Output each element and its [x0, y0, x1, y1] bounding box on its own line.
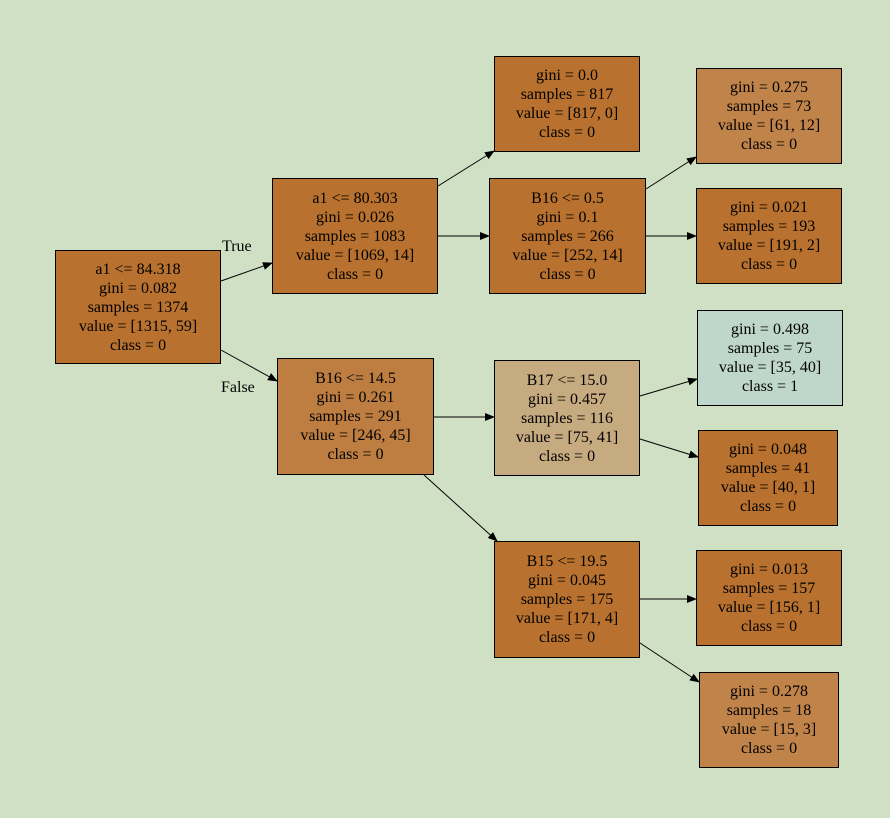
- node-value: value = [1315, 59]: [78, 317, 198, 335]
- node-samples: samples = 291: [309, 408, 402, 425]
- node-class: class = 0: [327, 446, 384, 463]
- node-value: value = [40, 1]: [720, 479, 816, 496]
- node-value: value = [252, 14]: [512, 246, 623, 264]
- node-value: value = [35, 40]: [718, 359, 822, 376]
- node-samples: samples = 1374: [87, 298, 189, 316]
- tree-node-b16-split-left: B16 <= 14.5 gini = 0.261 samples = 291 v…: [277, 358, 434, 475]
- node-gini: gini = 0.1: [536, 208, 599, 226]
- node-value: value = [817, 0]: [515, 105, 619, 122]
- node-gini: gini = 0.261: [316, 389, 395, 406]
- node-gini: gini = 0.0: [536, 67, 598, 84]
- node-samples: samples = 157: [722, 580, 816, 597]
- tree-node-b17-split: B17 <= 15.0 gini = 0.457 samples = 116 v…: [494, 360, 640, 476]
- node-split: B15 <= 19.5: [526, 553, 608, 570]
- node-split: B16 <= 0.5: [531, 189, 604, 207]
- tree-leaf-samples-73: gini = 0.275 samples = 73 value = [61, 1…: [696, 68, 842, 164]
- node-gini: gini = 0.013: [730, 561, 808, 578]
- node-class: class = 0: [538, 447, 596, 465]
- node-class: class = 0: [538, 124, 596, 141]
- node-value: value = [191, 2]: [717, 237, 821, 254]
- node-gini: gini = 0.021: [730, 199, 808, 216]
- node-samples: samples = 75: [727, 340, 813, 357]
- node-gini: gini = 0.026: [316, 208, 394, 226]
- node-gini: gini = 0.457: [528, 390, 606, 408]
- node-class: class = 0: [109, 336, 167, 354]
- node-split: a1 <= 84.318: [95, 260, 181, 278]
- node-value: value = [15, 3]: [721, 721, 817, 738]
- node-value: value = [75, 41]: [515, 428, 619, 446]
- tree-leaf-samples-18: gini = 0.278 samples = 18 value = [15, 3…: [699, 672, 839, 768]
- edge-n1-n3: [437, 150, 495, 187]
- node-samples: samples = 266: [521, 227, 614, 245]
- edge-n7-n9: [639, 438, 699, 459]
- node-class: class = 0: [740, 740, 798, 757]
- node-class: class = 0: [740, 618, 798, 635]
- node-gini: gini = 0.498: [731, 321, 809, 338]
- edge-label-true: True: [222, 238, 252, 255]
- tree-node-b15-split: B15 <= 19.5 gini = 0.045 samples = 175 v…: [494, 541, 640, 658]
- tree-leaf-class-1: gini = 0.498 samples = 75 value = [35, 4…: [697, 310, 843, 406]
- tree-node-root: a1 <= 84.318 gini = 0.082 samples = 1374…: [55, 250, 221, 364]
- tree-node-b16-split-right: B16 <= 0.5 gini = 0.1 samples = 266 valu…: [489, 178, 646, 294]
- node-class: class = 0: [740, 256, 798, 273]
- edge-n4-n5: [645, 156, 697, 190]
- node-samples: samples = 193: [722, 218, 816, 235]
- node-class: class = 0: [740, 136, 798, 153]
- node-gini: gini = 0.278: [730, 683, 808, 700]
- node-class: class = 0: [326, 265, 384, 283]
- edge-n7-n8: [639, 377, 698, 397]
- node-samples: samples = 116: [521, 409, 613, 427]
- node-value: value = [156, 1]: [717, 599, 821, 616]
- tree-leaf-samples-193: gini = 0.021 samples = 193 value = [191,…: [696, 188, 842, 284]
- node-samples: samples = 41: [725, 460, 811, 477]
- edge-label-false: False: [221, 379, 255, 396]
- edge-n10-n12: [639, 642, 700, 683]
- tree-node-a1-split: a1 <= 80.303 gini = 0.026 samples = 1083…: [272, 178, 438, 294]
- node-samples: samples = 73: [726, 98, 812, 115]
- edge-n2-n10: [423, 474, 498, 542]
- edge-root-n2: [220, 349, 278, 382]
- node-value: value = [61, 12]: [717, 117, 821, 134]
- tree-leaf-gini-0: gini = 0.0 samples = 817 value = [817, 0…: [494, 56, 640, 152]
- node-gini: gini = 0.082: [99, 279, 177, 297]
- node-samples: samples = 817: [520, 86, 614, 103]
- node-class: class = 0: [739, 498, 797, 515]
- node-samples: samples = 18: [726, 702, 812, 719]
- node-samples: samples = 1083: [304, 227, 406, 245]
- node-split: B16 <= 14.5: [315, 370, 396, 387]
- edge-root-n1: [220, 262, 273, 282]
- node-gini: gini = 0.048: [729, 441, 807, 458]
- node-gini: gini = 0.045: [528, 572, 606, 589]
- node-gini: gini = 0.275: [730, 79, 808, 96]
- node-samples: samples = 175: [520, 591, 614, 608]
- node-split: B17 <= 15.0: [526, 371, 608, 389]
- node-split: a1 <= 80.303: [312, 189, 398, 207]
- node-value: value = [1069, 14]: [295, 246, 415, 264]
- node-value: value = [171, 4]: [515, 610, 619, 627]
- tree-leaf-samples-157: gini = 0.013 samples = 157 value = [156,…: [696, 550, 842, 646]
- node-value: value = [246, 45]: [300, 427, 411, 444]
- node-class: class = 0: [538, 629, 596, 646]
- node-class: class = 0: [539, 265, 596, 283]
- tree-leaf-samples-41: gini = 0.048 samples = 41 value = [40, 1…: [698, 430, 838, 526]
- node-class: class = 1: [741, 378, 799, 395]
